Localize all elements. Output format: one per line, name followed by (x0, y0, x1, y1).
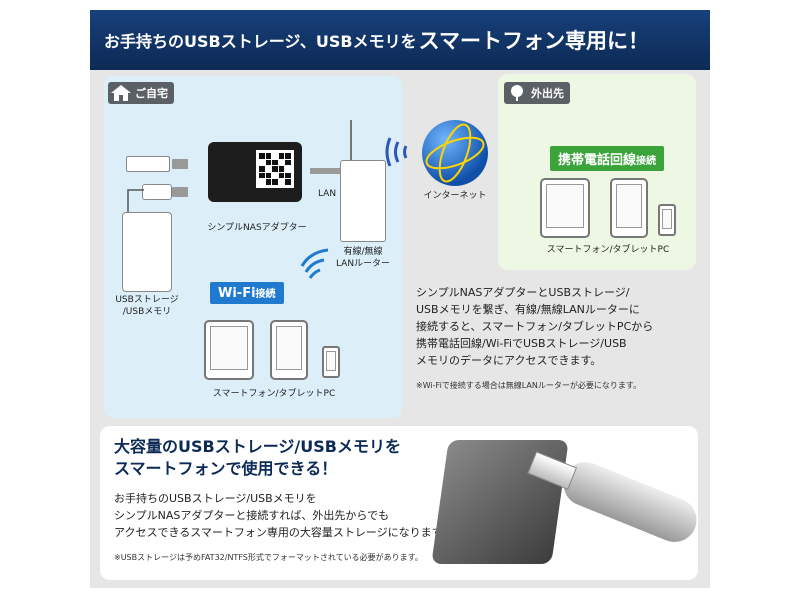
nas-adapter (208, 142, 302, 202)
outside-tablet-2 (610, 178, 648, 238)
usb-cable-plug (142, 184, 172, 200)
wifi-badge: Wi-Fi接続 (210, 282, 284, 304)
home-tag: ご自宅 (108, 82, 174, 104)
smartphone (322, 346, 340, 378)
outside-devices-label: スマートフォン/タブレットPC (546, 245, 670, 255)
outside-tag: 外出先 (504, 82, 570, 104)
lan-router (340, 160, 386, 242)
lan-label: LAN (317, 189, 337, 199)
usb-plug-2 (172, 187, 188, 197)
banner-text-1: お手持ちのUSBストレージ、USBメモリを (104, 32, 417, 51)
tablet-1 (204, 320, 254, 380)
outside-smartphone (658, 204, 676, 236)
usb-stick-1 (126, 156, 170, 172)
feature-title: 大容量のUSBストレージ/USBメモリを スマートフォンで使用できる！ (114, 437, 401, 478)
mobile-badge: 携帯電話回線接続 (550, 146, 665, 171)
router-label: 有線/無線 LANルーター (335, 247, 391, 269)
tree-icon (511, 85, 523, 101)
usb-cable-line (127, 189, 144, 214)
description-text: シンプルNASアダプターとUSBストレージ/ USBメモリを繋ぎ、有線/無線LA… (416, 286, 654, 367)
feature-panel: 大容量のUSBストレージ/USBメモリを スマートフォンで使用できる！ お手持ち… (100, 426, 698, 580)
wifi-note: ※Wi-Fiで接続する場合は無線LANルーターが必要になります。 (416, 381, 642, 390)
qr-code (256, 150, 294, 188)
format-note: ※USBストレージは予めFAT32/NTFS形式でフォーマットされている必要があ… (114, 553, 423, 562)
house-icon (111, 85, 131, 101)
adapter-label: シンプルNASアダプター (207, 223, 307, 233)
outside-tablet-1 (540, 178, 590, 238)
feature-body: お手持ちのUSBストレージ/USBメモリを シンプルNASアダプターと接続すれば… (114, 492, 453, 539)
usb-plug-1 (172, 159, 188, 169)
home-label: ご自宅 (135, 87, 168, 100)
tablet-2 (270, 320, 308, 380)
lan-cable (310, 168, 340, 174)
outside-panel: 外出先 携帯電話回線接続 スマートフォン/タブレットPC (498, 74, 696, 270)
signal-waves-left (385, 137, 408, 167)
internet-label: インターネット (423, 191, 487, 201)
wifi-waves (300, 248, 329, 279)
header-banner: お手持ちのUSBストレージ、USBメモリを スマートフォン専用に！ (90, 10, 710, 70)
storage-label: USBストレージ /USBメモリ (115, 295, 179, 317)
infographic: お手持ちのUSBストレージ、USBメモリを スマートフォン専用に！ ご自宅 US… (90, 10, 710, 588)
usb-storage-drive (122, 212, 172, 292)
banner-text-2: スマートフォン専用に！ (418, 29, 649, 53)
globe-icon (422, 120, 488, 186)
home-devices-label: スマートフォン/タブレットPC (212, 389, 336, 399)
outside-label: 外出先 (531, 87, 564, 100)
home-panel: ご自宅 USBストレージ /USBメモリ シンプルNASアダプター LAN 有線… (104, 76, 402, 418)
router-antenna (350, 120, 352, 162)
